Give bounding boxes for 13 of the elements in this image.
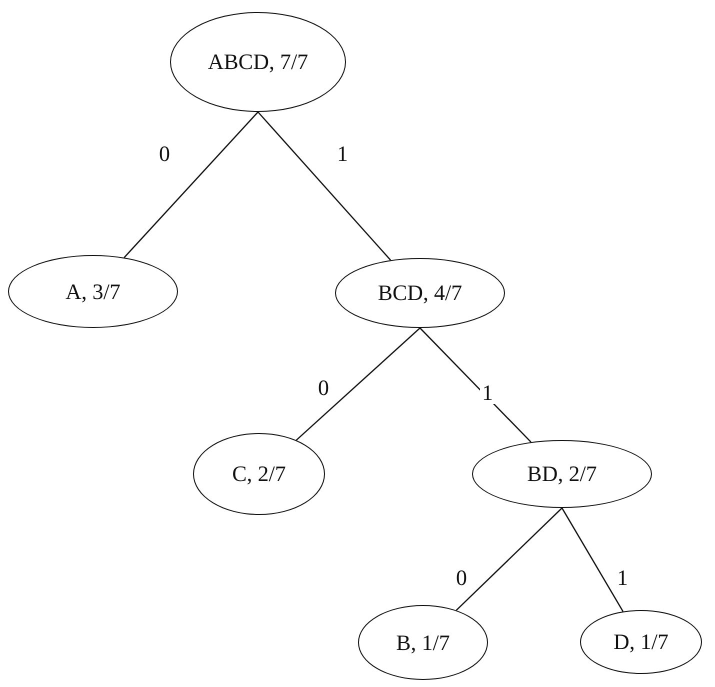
node-label: B, 1/7 xyxy=(396,630,450,656)
connector-line xyxy=(258,112,392,261)
node-label: C, 2/7 xyxy=(232,461,286,487)
connector-line xyxy=(561,508,624,612)
connector-line xyxy=(420,328,532,443)
connector-line xyxy=(124,112,258,258)
connector-line xyxy=(456,508,562,611)
node-label: D, 1/7 xyxy=(614,629,668,655)
node-label: ABCD, 7/7 xyxy=(208,49,308,75)
node-label: BCD, 4/7 xyxy=(378,280,462,306)
connector-line xyxy=(296,328,420,441)
node-label: BD, 2/7 xyxy=(527,461,597,487)
node-label: A, 3/7 xyxy=(66,278,120,304)
